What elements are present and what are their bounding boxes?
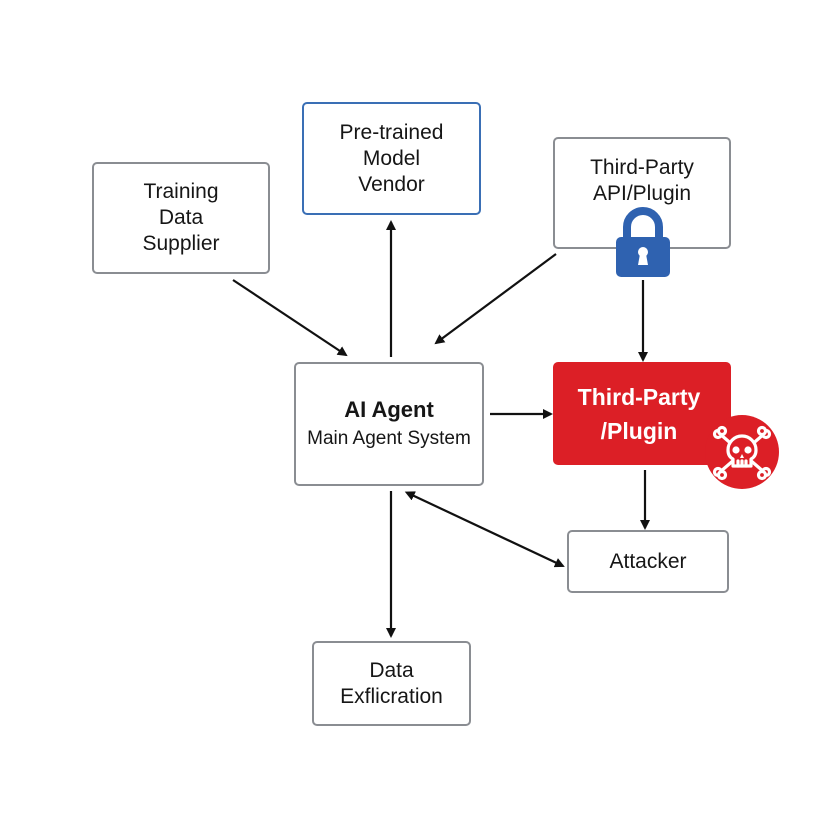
node-label-line: Model xyxy=(362,146,421,170)
node-label-line: /Plugin xyxy=(600,417,678,444)
node-attacker[interactable]: Attacker xyxy=(567,530,729,593)
edge-agent-attacker-bidirectional xyxy=(404,491,565,568)
node-subtitle: Main Agent System xyxy=(307,428,471,449)
node-data-exfiltration[interactable]: Data Exflicration xyxy=(312,641,471,726)
node-label-line: Exflicration xyxy=(340,684,443,708)
node-label-line: Attacker xyxy=(609,549,687,573)
node-third-party-api-plugin[interactable]: Third-Party API/Plugin xyxy=(553,137,731,249)
node-label-line: Supplier xyxy=(142,232,220,255)
node-pretrained-model-vendor[interactable]: Pre-trained Model Vendor xyxy=(302,102,481,215)
node-training-data-supplier[interactable]: Training Data Supplier xyxy=(92,162,270,274)
edge-thirdparty-api-to-agent xyxy=(434,253,557,345)
node-label-line: Data xyxy=(158,206,204,229)
node-compromised-third-party-plugin[interactable]: Third-Party /Plugin xyxy=(553,362,731,465)
node-title: AI Agent xyxy=(344,397,434,422)
node-label-line: Pre-trained xyxy=(339,120,444,144)
skull-crossbones-icon xyxy=(705,415,779,489)
node-label-line: Data xyxy=(369,658,414,682)
node-label-line: Vendor xyxy=(358,172,425,196)
node-label-line: Third-Party xyxy=(590,156,694,179)
node-label-line: Third-Party xyxy=(577,383,701,410)
node-label-line: API/Plugin xyxy=(592,182,692,205)
node-label-line: Training xyxy=(143,180,219,203)
lock-icon xyxy=(616,207,670,277)
edge-training-to-agent xyxy=(232,279,348,357)
node-ai-agent[interactable]: AI Agent Main Agent System xyxy=(294,362,484,486)
